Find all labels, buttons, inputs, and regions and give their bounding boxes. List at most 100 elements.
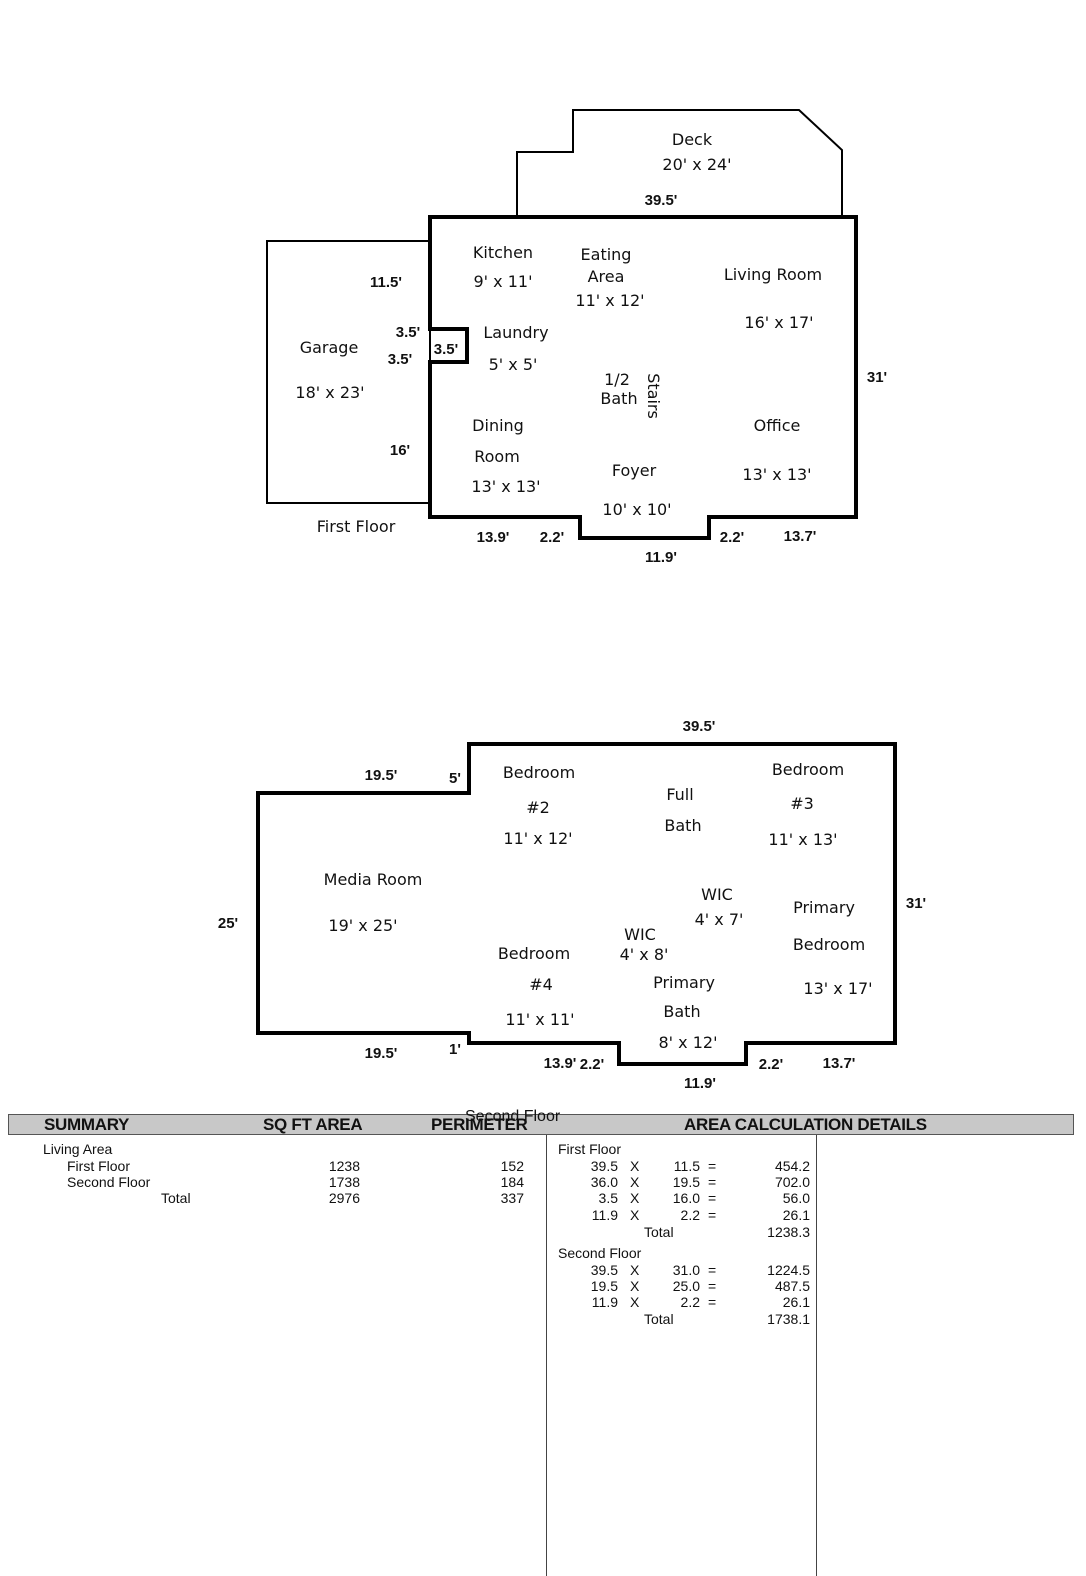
calc-equals: = xyxy=(708,1190,717,1206)
bedroom-4-size: 11' x 11' xyxy=(505,1010,574,1029)
calc-factor-a: 19.5 xyxy=(590,1278,618,1294)
second-left-top-dimension: 19.5' xyxy=(365,767,398,784)
summary-total-label: Total xyxy=(161,1190,191,1206)
calc-group-title: Second Floor xyxy=(558,1245,642,1261)
summary-row-area: 1238 xyxy=(328,1158,360,1174)
eating-area-size: 11' x 12' xyxy=(575,291,644,310)
second-bottom-step-right-dimension: 2.2' xyxy=(759,1056,783,1073)
calc-factor-a: 36.0 xyxy=(590,1174,618,1190)
wic-2-label: WIC xyxy=(624,925,656,944)
first-top-dimension: 39.5' xyxy=(645,192,678,209)
calc-equals: = xyxy=(708,1278,717,1294)
calc-factor-a: 11.9 xyxy=(591,1207,618,1223)
dining-room-label-1: Dining xyxy=(472,416,524,435)
column-divider-right xyxy=(816,1135,817,1576)
foyer-size: 10' x 10' xyxy=(602,500,671,519)
first-bottom-mid-dimension: 11.9' xyxy=(645,549,677,566)
primary-bedroom-size: 13' x 17' xyxy=(803,979,872,998)
summary-heading: SUMMARY xyxy=(44,1115,130,1134)
perimeter-heading: PERIMETER xyxy=(431,1115,528,1134)
full-bath-label-1: Full xyxy=(666,785,693,804)
primary-bath-size: 8' x 12' xyxy=(659,1033,718,1052)
first-bottom-step-left-dimension: 2.2' xyxy=(540,529,564,546)
calc-result: 487.5 xyxy=(774,1278,810,1294)
second-bottom-left-dimension: 13.9' xyxy=(544,1055,577,1072)
calc-result: 454.2 xyxy=(774,1158,810,1174)
second-step-bottom-dimension: 1' xyxy=(449,1041,461,1058)
garage-top-dimension: 11.5' xyxy=(370,274,402,291)
first-bottom-step-right-dimension: 2.2' xyxy=(720,529,744,546)
bedroom-3-label-2: #3 xyxy=(790,794,814,813)
bedroom-4-label-2: #4 xyxy=(529,975,553,994)
full-bath-label-2: Bath xyxy=(664,816,701,835)
sq-ft-area-heading: SQ FT AREA xyxy=(263,1115,363,1134)
calc-factor-b: 2.2 xyxy=(680,1294,700,1310)
eating-area-label-1: Eating xyxy=(581,245,632,264)
half-bath-label-2: Bath xyxy=(600,389,637,408)
second-top-dimension: 39.5' xyxy=(683,718,716,735)
dining-room-label-2: Room xyxy=(474,447,520,466)
living-room-size: 16' x 17' xyxy=(744,313,813,332)
half-bath-label-1: 1/2 xyxy=(604,370,630,389)
calc-result: 702.0 xyxy=(774,1174,810,1190)
summary-row-area: 1738 xyxy=(328,1174,360,1190)
calc-total-label: Total xyxy=(644,1224,674,1240)
calc-times: X xyxy=(630,1158,640,1174)
wic-2-size: 4' x 8' xyxy=(620,945,669,964)
calc-equals: = xyxy=(708,1294,717,1310)
media-room-label: Media Room xyxy=(324,870,423,889)
calc-equals: = xyxy=(708,1158,717,1174)
calc-factor-a: 3.5 xyxy=(598,1190,618,1206)
deck-size: 20' x 24' xyxy=(662,155,731,174)
kitchen-label: Kitchen xyxy=(473,243,533,262)
primary-bedroom-label-1: Primary xyxy=(793,898,855,917)
notch-dimension-b: 3.5' xyxy=(388,351,412,368)
laundry-size: 5' x 5' xyxy=(489,355,538,374)
summary-header-bar xyxy=(8,1114,1074,1135)
deck-label: Deck xyxy=(672,130,713,149)
bedroom-2-label-1: Bedroom xyxy=(503,763,575,782)
living-room-label: Living Room xyxy=(724,265,822,284)
calc-times: X xyxy=(630,1294,640,1310)
summary-row-label: First Floor xyxy=(67,1158,130,1174)
calc-factor-b: 19.5 xyxy=(672,1174,700,1190)
calc-factor-a: 39.5 xyxy=(590,1262,618,1278)
calc-times: X xyxy=(630,1190,640,1206)
garage-outline xyxy=(266,240,431,504)
first-floor-caption: First Floor xyxy=(317,517,396,536)
stairs-label: Stairs xyxy=(644,373,663,419)
second-floor-caption: Second Floor xyxy=(465,1108,561,1125)
second-bottom-mid-dimension: 11.9' xyxy=(684,1075,716,1092)
calc-result: 1224.5 xyxy=(767,1262,810,1278)
calc-equals: = xyxy=(708,1174,717,1190)
calc-factor-a: 39.5 xyxy=(590,1158,618,1174)
calc-group-title: First Floor xyxy=(558,1141,621,1157)
calc-times: X xyxy=(630,1174,640,1190)
second-floor-outline xyxy=(256,742,897,1066)
second-right-dimension: 31' xyxy=(906,895,926,912)
second-left-bottom-dimension: 19.5' xyxy=(365,1045,398,1062)
first-bottom-left-dimension: 13.9' xyxy=(477,529,510,546)
calc-factor-b: 11.5 xyxy=(673,1158,700,1174)
deck-outline xyxy=(516,109,843,218)
summary-row-label: Second Floor xyxy=(67,1174,151,1190)
calc-factor-b: 25.0 xyxy=(672,1278,700,1294)
second-floor-plan: 39.5' 19.5' 5' Bedroom #2 11' x 12' Full… xyxy=(218,718,926,1092)
notch-dimension-c: 3.5' xyxy=(434,341,458,358)
summary-row-perimeter: 184 xyxy=(500,1174,524,1190)
first-right-dimension: 31' xyxy=(867,369,887,386)
second-bottom-step-left-dimension: 2.2' xyxy=(580,1056,604,1073)
calc-result: 26.1 xyxy=(782,1294,810,1310)
summary-total-area: 2976 xyxy=(328,1190,360,1206)
first-bottom-right-dimension: 13.7' xyxy=(784,528,817,545)
first-floor-outline xyxy=(428,215,858,540)
bedroom-4-label-1: Bedroom xyxy=(498,944,570,963)
living-area-label: Living Area xyxy=(43,1141,113,1157)
second-bottom-right-dimension: 13.7' xyxy=(823,1055,856,1072)
first-floor-plan: Deck 20' x 24' 39.5' Kitchen 9' x 11' Ea… xyxy=(266,109,887,566)
calc-total-label: Total xyxy=(644,1311,674,1327)
calc-equals: = xyxy=(708,1207,717,1223)
garage-bottom-dimension: 16' xyxy=(390,442,410,459)
bedroom-3-size: 11' x 13' xyxy=(768,830,837,849)
